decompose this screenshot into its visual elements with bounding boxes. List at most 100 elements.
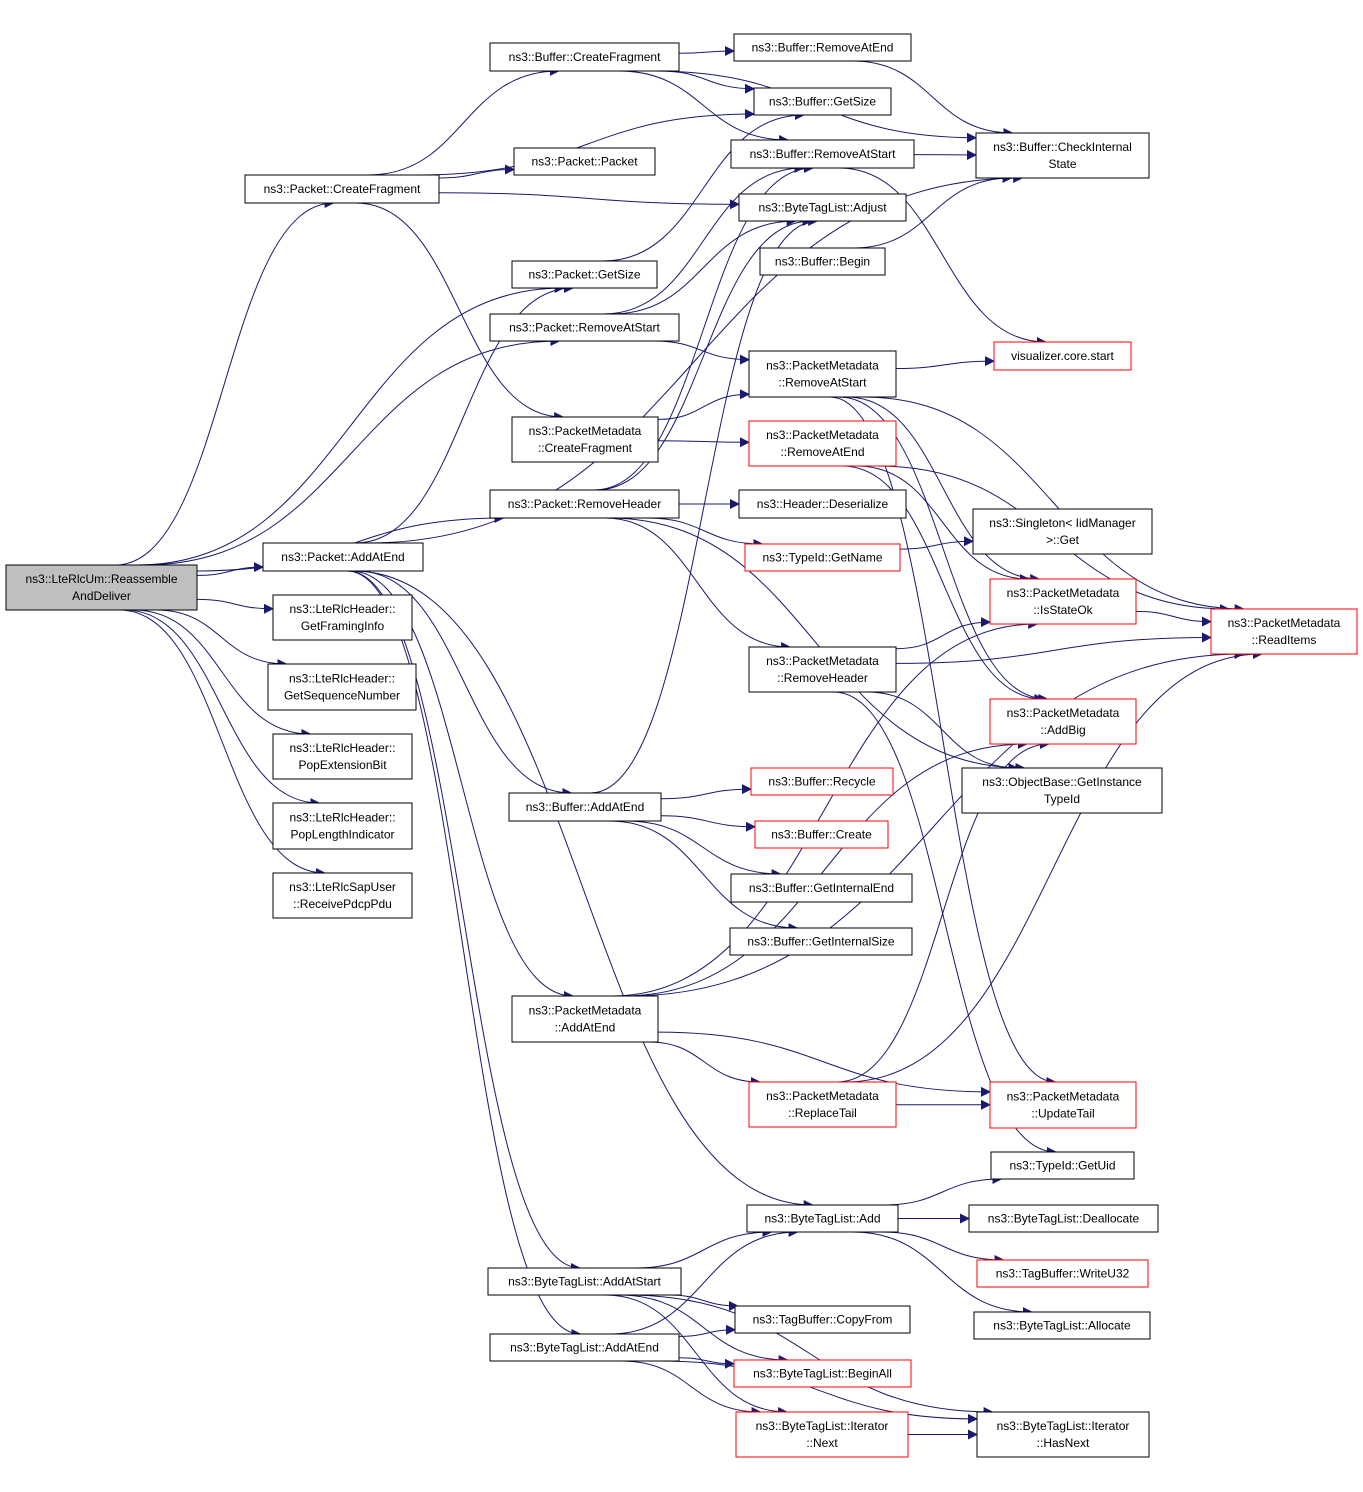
- graph-node-buf-recycle[interactable]: ns3::Buffer::Recycle: [750, 767, 894, 796]
- call-edge: [678, 46, 735, 57]
- call-edge: [356, 570, 573, 798]
- graph-node-hdr-deserialize[interactable]: ns3::Header::Deserialize: [738, 489, 907, 519]
- graph-node-pkt-addatend[interactable]: ns3::Packet::AddAtEnd: [262, 542, 424, 572]
- graph-node-pkt-removeatstart[interactable]: ns3::Packet::RemoveAtStart: [489, 313, 680, 342]
- call-edge: [355, 202, 565, 422]
- call-edge: [895, 617, 991, 650]
- graph-node-buf-getinternalend[interactable]: ns3::Buffer::GetInternalEnd: [730, 873, 913, 903]
- graph-node-tid-getname[interactable]: ns3::TypeId::GetName: [744, 543, 901, 572]
- node-label: ns3::ByteTagList::Adjust: [758, 201, 887, 215]
- graph-node-pkt-packet[interactable]: ns3::Packet::Packet: [513, 147, 656, 176]
- node-box: [730, 873, 913, 903]
- graph-node-buf-removeatstart[interactable]: ns3::Buffer::RemoveAtStart: [730, 139, 915, 169]
- call-edge: [136, 283, 565, 566]
- node-label: PopExtensionBit: [298, 758, 387, 772]
- graph-node-tid-getuid[interactable]: ns3::TypeId::GetUid: [990, 1151, 1135, 1180]
- call-edge: [881, 1231, 1005, 1265]
- node-box: [513, 147, 656, 176]
- call-edge: [648, 1041, 761, 1087]
- node-box: [976, 1259, 1149, 1288]
- graph-node-pm-createfragment[interactable]: ns3::PacketMetadata::CreateFragment: [511, 416, 659, 463]
- node-label: ns3::Singleton< IidManager: [989, 516, 1135, 530]
- node-label: visualizer.core.start: [1011, 349, 1114, 363]
- node-label: ns3::LteRlcHeader::: [289, 672, 395, 686]
- node-box: [511, 995, 659, 1043]
- graph-node-btl-allocate[interactable]: ns3::ByteTagList::Allocate: [973, 1311, 1151, 1340]
- graph-node-pm-removeatstart[interactable]: ns3::PacketMetadata::RemoveAtStart: [748, 350, 897, 398]
- node-box: [748, 646, 897, 693]
- node-box: [989, 1081, 1137, 1129]
- graph-node-btl-beginall[interactable]: ns3::ByteTagList::BeginAll: [733, 1359, 912, 1388]
- node-label: ns3::PacketMetadata: [766, 1089, 879, 1103]
- graph-node-pkt-createfragment[interactable]: ns3::Packet::CreateFragment: [244, 174, 440, 204]
- graph-node-pm-replacetail[interactable]: ns3::PacketMetadata::ReplaceTail: [748, 1081, 897, 1128]
- node-box: [976, 1411, 1150, 1458]
- call-edge: [621, 739, 1028, 997]
- graph-node-pkt-removeheader[interactable]: ns3::Packet::RemoveHeader: [489, 489, 680, 519]
- graph-node-pm-removeheader[interactable]: ns3::PacketMetadata::RemoveHeader: [748, 646, 897, 693]
- graph-node-btl-iter-next[interactable]: ns3::ByteTagList::Iterator::Next: [735, 1411, 909, 1458]
- graph-node-buf-create[interactable]: ns3::Buffer::Create: [754, 820, 889, 849]
- node-box: [508, 792, 662, 822]
- graph-node-pm-updatetail[interactable]: ns3::PacketMetadata::UpdateTail: [989, 1081, 1137, 1129]
- graph-node-btl-addatend[interactable]: ns3::ByteTagList::AddAtEnd: [489, 1333, 680, 1362]
- node-label: PopLengthIndicator: [290, 828, 394, 842]
- call-edge: [863, 396, 1245, 614]
- graph-node-btl-adjust[interactable]: ns3::ByteTagList::Adjust: [738, 193, 907, 222]
- graph-node-pm-addbig[interactable]: ns3::PacketMetadata::AddBig: [989, 698, 1137, 745]
- graph-node-sap-receivepdcp[interactable]: ns3::LteRlcSapUser::ReceivePdcpPdu: [272, 872, 413, 919]
- graph-node-btl-add[interactable]: ns3::ByteTagList::Add: [746, 1204, 899, 1233]
- call-edge: [607, 517, 1026, 773]
- node-label: ns3::PacketMetadata: [1007, 1090, 1120, 1104]
- graph-node-btl-iter-hasnext[interactable]: ns3::ByteTagList::Iterator::HasNext: [976, 1411, 1150, 1458]
- node-label: ::UpdateTail: [1031, 1107, 1094, 1121]
- node-label: ns3::Packet::AddAtEnd: [281, 550, 404, 564]
- call-edge: [609, 1227, 799, 1335]
- graph-node-tb-copyfrom[interactable]: ns3::TagBuffer::CopyFrom: [734, 1305, 911, 1334]
- graph-node-tb-writeu32[interactable]: ns3::TagBuffer::WriteU32: [976, 1259, 1149, 1288]
- node-label: ::ReadItems: [1252, 633, 1317, 647]
- graph-node-buf-getsize[interactable]: ns3::Buffer::GetSize: [753, 87, 892, 116]
- node-box: [748, 350, 897, 398]
- graph-node-hdr-poplenind[interactable]: ns3::LteRlcHeader::PopLengthIndicator: [272, 802, 413, 850]
- call-edge: [603, 110, 805, 262]
- call-edge: [895, 356, 995, 369]
- graph-node-buf-addatend[interactable]: ns3::Buffer::AddAtEnd: [508, 792, 662, 822]
- node-label: ns3::Buffer::Recycle: [768, 775, 875, 789]
- graph-node-vis-core-start[interactable]: visualizer.core.start: [993, 341, 1132, 371]
- call-edge: [658, 1360, 978, 1424]
- call-edge: [604, 517, 792, 652]
- node-label: ns3::Buffer::GetInternalEnd: [749, 881, 894, 895]
- graph-node-pm-isstateok[interactable]: ns3::PacketMetadata::IsStateOk: [989, 578, 1137, 625]
- node-box: [748, 420, 897, 467]
- call-edge: [350, 570, 574, 1001]
- node-label: ns3::Buffer::RemoveAtEnd: [752, 41, 894, 55]
- graph-node-pm-readitems[interactable]: ns3::PacketMetadata::ReadItems: [1210, 608, 1358, 655]
- graph-node-buf-removeatend[interactable]: ns3::Buffer::RemoveAtEnd: [733, 33, 912, 62]
- node-label: ns3::TagBuffer::WriteU32: [996, 1267, 1130, 1281]
- call-edge: [438, 192, 740, 210]
- graph-node-pkt-getsize[interactable]: ns3::Packet::GetSize: [511, 260, 658, 289]
- node-box: [489, 313, 680, 342]
- graph-node-buf-createfragment[interactable]: ns3::Buffer::CreateFragment: [489, 42, 680, 72]
- graph-node-buf-getinternalsize[interactable]: ns3::Buffer::GetInternalSize: [729, 927, 913, 956]
- node-label: ns3::LteRlcHeader::: [289, 602, 395, 616]
- node-box: [744, 543, 901, 572]
- graph-node-hdr-getframinginfo[interactable]: ns3::LteRlcHeader::GetFramingInfo: [272, 594, 413, 641]
- graph-node-pm-removeatend[interactable]: ns3::PacketMetadata::RemoveAtEnd: [748, 420, 897, 467]
- graph-node-hdr-popextbit[interactable]: ns3::LteRlcHeader::PopExtensionBit: [272, 733, 413, 780]
- graph-node-buf-begin[interactable]: ns3::Buffer::Begin: [759, 247, 886, 276]
- call-edge: [866, 691, 1019, 773]
- node-label: ns3::Buffer::GetInternalSize: [747, 935, 895, 949]
- node-box: [750, 767, 894, 796]
- graph-node-btl-addatstart[interactable]: ns3::ByteTagList::AddAtStart: [487, 1267, 682, 1296]
- call-edge: [354, 283, 574, 544]
- graph-node-btl-deallocate[interactable]: ns3::ByteTagList::Deallocate: [968, 1204, 1159, 1233]
- graph-node-singleton-get[interactable]: ns3::Singleton< IidManager>::Get: [972, 508, 1153, 555]
- graph-node-pm-addatend[interactable]: ns3::PacketMetadata::AddAtEnd: [511, 995, 659, 1043]
- call-edge: [669, 1294, 739, 1311]
- graph-node-hdr-getseqnum[interactable]: ns3::LteRlcHeader::GetSequenceNumber: [267, 663, 417, 711]
